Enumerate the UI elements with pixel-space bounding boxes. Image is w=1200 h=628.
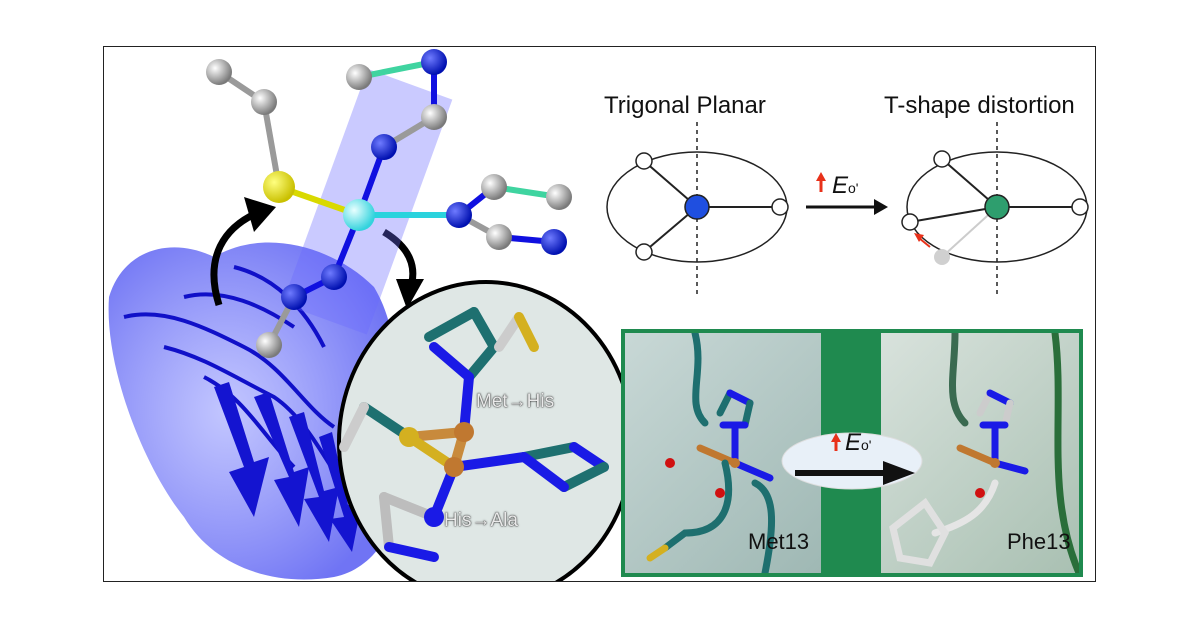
e-label-bottom: Eo' (845, 429, 872, 456)
up-arrow-icon-bottom (831, 433, 841, 442)
atoms (206, 49, 572, 358)
label-phe13: Phe13 (1007, 529, 1071, 554)
mutation-label-met-his: Met→His (476, 391, 555, 412)
title-t-shape: T-shape distortion (884, 92, 1075, 119)
protein-structure-graphic (108, 49, 635, 581)
copper-atom (343, 199, 375, 231)
crystal-structure-panel: Eo' Met13 Phe13 (621, 329, 1083, 577)
label-met13: Met13 (748, 529, 810, 554)
mutation-label-his-ala: His→Ala (444, 510, 518, 531)
figure-frame: Met→His His→Ala Trigonal Planar T-shape … (103, 46, 1096, 582)
panel-sticks (646, 333, 1079, 573)
sulfur-atom (263, 171, 295, 203)
e-label-top: Eo' (832, 172, 859, 199)
beta-sheet-arrows (214, 382, 362, 552)
title-trigonal-planar: Trigonal Planar (604, 92, 766, 119)
rotation-arrow-left (210, 208, 261, 307)
